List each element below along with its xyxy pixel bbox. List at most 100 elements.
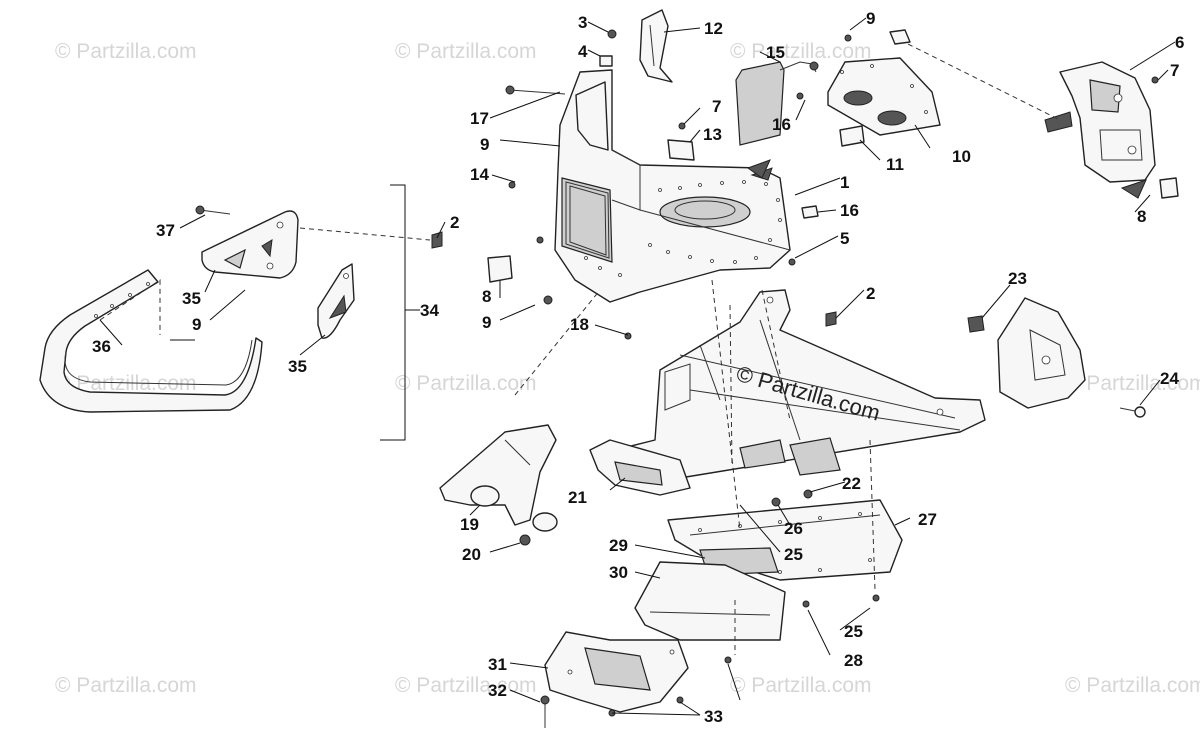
callout-10: 10: [952, 147, 971, 166]
callout-22: 22: [842, 474, 861, 493]
front-frame-housing: [554, 69, 791, 303]
callout-37: 37: [156, 221, 175, 240]
callout-8-left: 8: [482, 287, 491, 306]
callout-27: 27: [918, 510, 937, 529]
callout-20: 20: [462, 545, 481, 564]
screw-33c: [724, 656, 732, 664]
callout-36: 36: [92, 337, 111, 356]
watermark: © Partzilla.com: [395, 40, 537, 63]
callout-7-right: 7: [1170, 61, 1179, 80]
callout-6: 6: [1175, 33, 1184, 52]
callout-24: 24: [1160, 369, 1179, 388]
callout-2-left: 2: [450, 213, 459, 232]
callout-19: 19: [460, 515, 479, 534]
callout-9-top: 9: [866, 9, 875, 28]
direction-arrow-icon: [746, 159, 771, 179]
watermark: © Partzilla.com: [55, 372, 197, 395]
watermark: © Partzilla.com: [55, 674, 197, 697]
rivet-7a: [678, 122, 686, 130]
callout-3: 3: [578, 13, 587, 32]
bolt-26: [771, 497, 781, 507]
watermark: © Partzilla.com: [395, 372, 537, 395]
grommet-8-left: [487, 255, 513, 283]
nut-22: [803, 489, 813, 499]
callout-16-top: 16: [772, 115, 791, 134]
housing-rivets: [584, 180, 782, 277]
callout-23: 23: [1008, 269, 1027, 288]
callout-25-upper: 25: [784, 545, 803, 564]
callout-13: 13: [703, 125, 722, 144]
main-frame: [614, 289, 986, 479]
bumper-bracket-upper: [201, 210, 299, 279]
bar-upper: [889, 29, 911, 45]
watermark: © Partzilla.com: [1065, 372, 1200, 395]
callout-12: 12: [704, 19, 723, 38]
casting-21: [589, 439, 691, 496]
parts-layer: [39, 9, 1179, 728]
callout-29: 29: [609, 536, 628, 555]
callout-7-center: 7: [712, 97, 721, 116]
screw-5: [788, 258, 796, 266]
direction-arrow-icon: [1120, 179, 1147, 199]
callout-35-lower: 35: [288, 357, 307, 376]
callout-32: 32: [488, 681, 507, 700]
callout-5: 5: [840, 229, 849, 248]
rivet-9a: [844, 34, 852, 42]
callout-35-upper: 35: [182, 289, 201, 308]
rivet-7b: [1151, 76, 1159, 84]
watermark-layer: © Partzilla.com © Partzilla.com © Partzi…: [55, 40, 1200, 697]
lower-guard-31: [544, 631, 689, 713]
watermark: © Partzilla.com: [55, 40, 197, 63]
callout-28: 28: [844, 651, 863, 670]
callout-31: 31: [488, 655, 507, 674]
callout-26: 26: [784, 519, 803, 538]
leader-lines: [99, 17, 1176, 716]
skid-plate-30: [634, 561, 786, 641]
callout-1: 1: [840, 173, 849, 192]
screw-33b: [676, 696, 684, 704]
callout-9-lower: 9: [482, 313, 491, 332]
callout-labels: 1 2 2 3 4 5 6 7 7 8 8 9 9 9 9 10 11 12 1…: [92, 9, 1184, 726]
grommet-8-right: [1159, 177, 1179, 199]
callout-8-right: 8: [1137, 207, 1146, 226]
screw-18a: [543, 295, 553, 305]
callout-2-center: 2: [866, 284, 875, 303]
watermark: © Partzilla.com: [730, 674, 872, 697]
callout-4: 4: [578, 42, 588, 61]
callout-18: 18: [570, 315, 589, 334]
steering-bracket: [899, 39, 1156, 183]
callout-16-right: 16: [840, 201, 859, 220]
front-bumper: [39, 269, 263, 413]
windshield-bracket: [639, 9, 673, 83]
callout-34: 34: [420, 301, 439, 320]
clip-2b: [825, 311, 837, 327]
bracket-13: [667, 139, 695, 161]
clip-2a: [431, 231, 443, 249]
callout-15: 15: [766, 43, 785, 62]
callout-14: 14: [470, 165, 489, 184]
screw-3: [607, 29, 617, 39]
callout-11: 11: [886, 155, 904, 174]
steering-tower: [439, 424, 558, 546]
side-plate-23: [967, 297, 1086, 409]
rivet-9b: [536, 236, 544, 244]
watermark: © Partzilla.com: [730, 40, 872, 63]
bumper-bracket-lower: [317, 263, 355, 339]
callout-9-housing: 9: [480, 135, 489, 154]
screw-25: [872, 594, 880, 602]
callout-25-lower: 25: [844, 622, 863, 641]
callout-33: 33: [704, 707, 723, 726]
callout-30: 30: [609, 563, 628, 582]
plate-10: [827, 57, 941, 136]
bracket-11: [839, 125, 865, 147]
fasteners: [195, 29, 1159, 728]
bolt-37: [199, 209, 231, 215]
callout-9-bumper: 9: [192, 315, 201, 334]
callout-21: 21: [568, 488, 587, 507]
callout-17: 17: [470, 109, 489, 128]
screw-14: [508, 181, 516, 189]
nut-4: [599, 55, 613, 67]
watermark: © Partzilla.com: [395, 674, 537, 697]
screw-28: [802, 600, 810, 608]
